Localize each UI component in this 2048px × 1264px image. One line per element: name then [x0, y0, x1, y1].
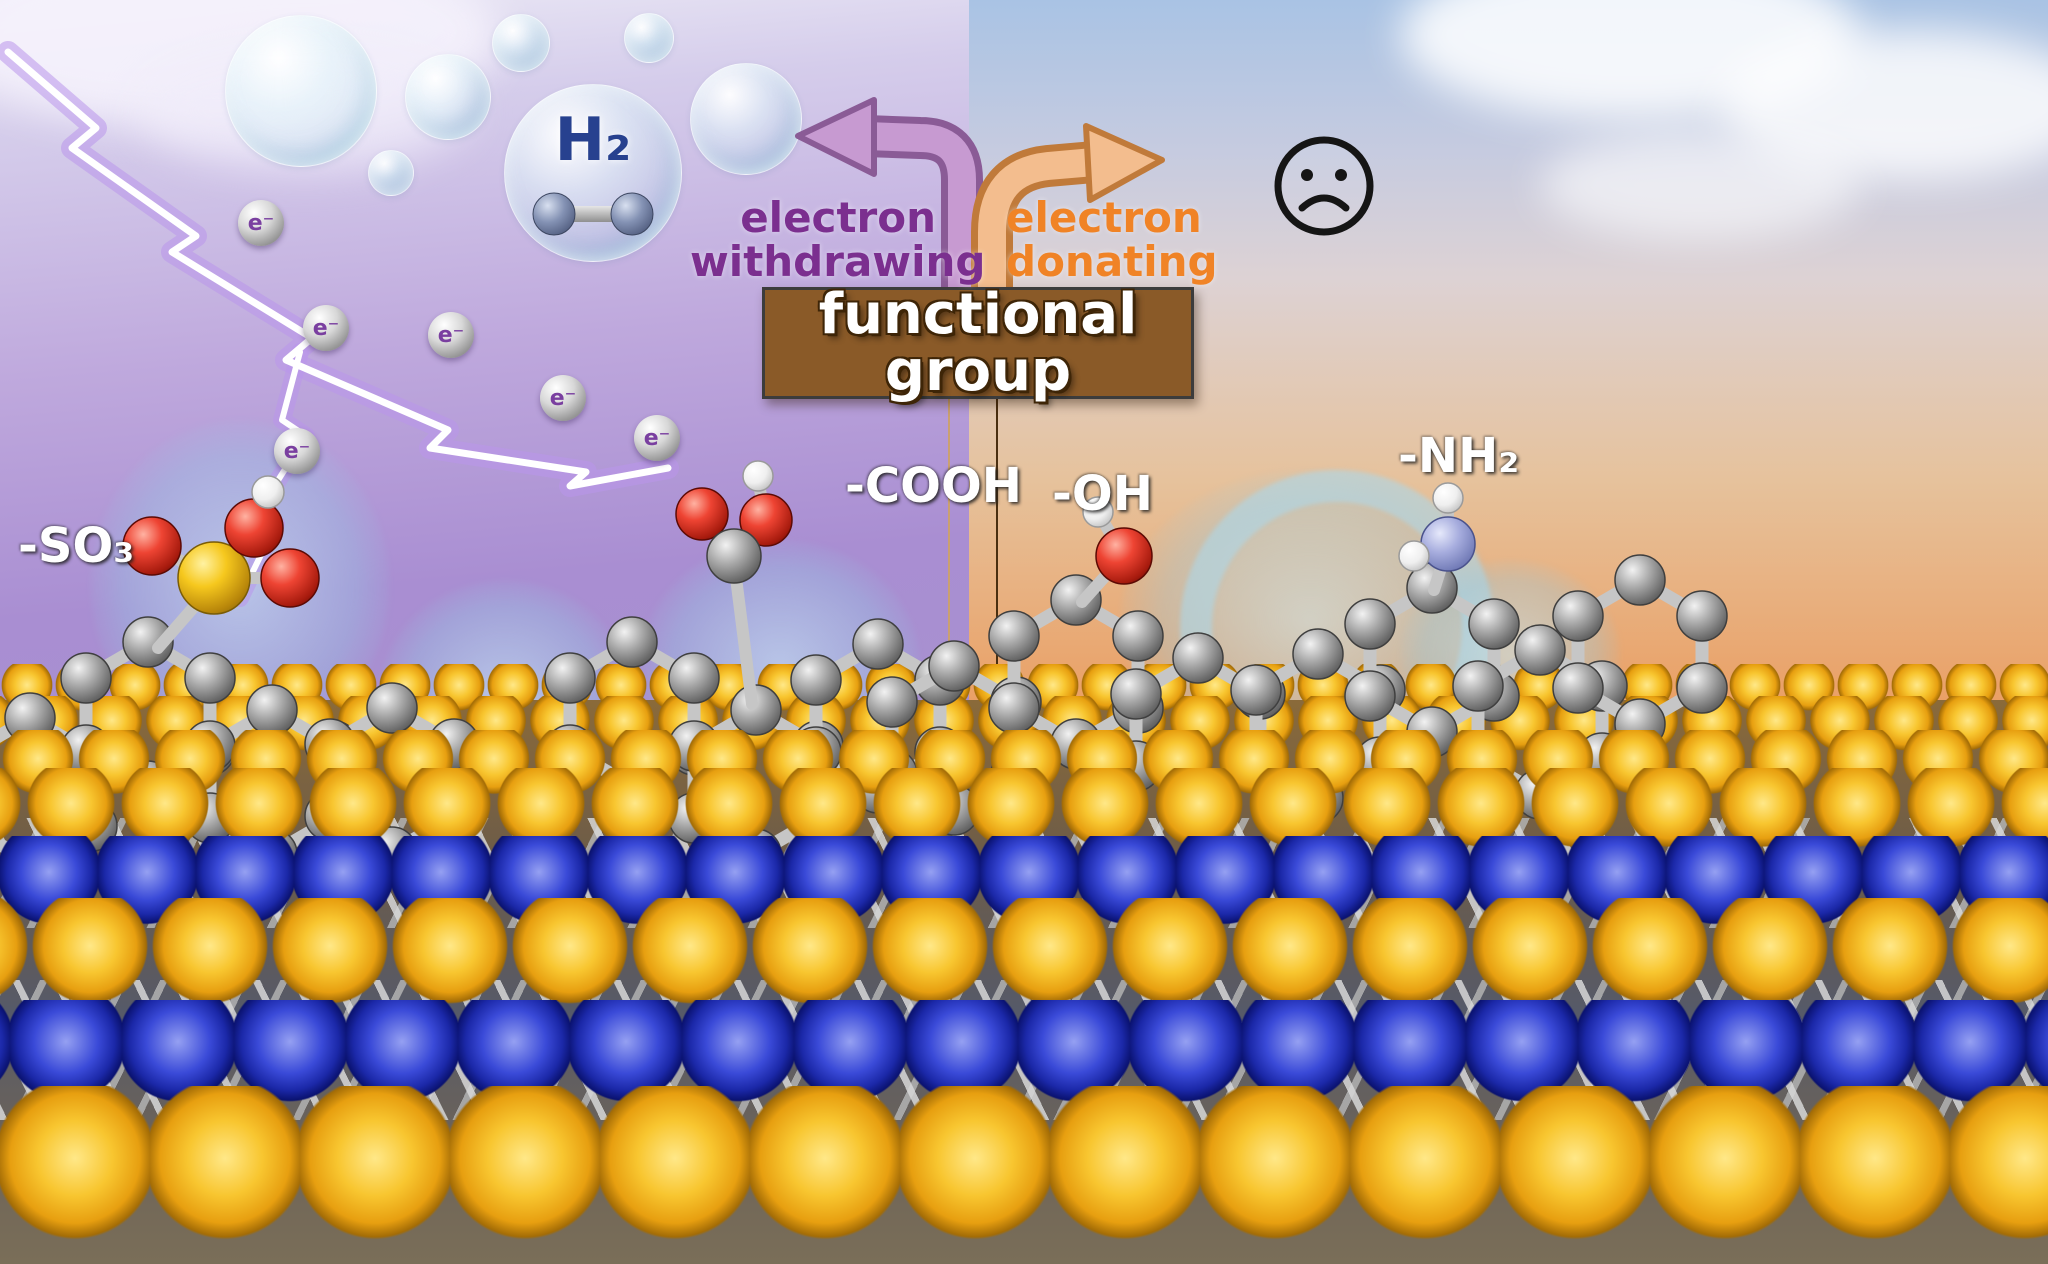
sign-line1: functional — [818, 281, 1138, 347]
sulfur-atom-row-lower — [0, 898, 2048, 1012]
electron-particle: e⁻ — [634, 415, 680, 461]
electron-particle: e⁻ — [540, 375, 586, 421]
electron-label: e⁻ — [312, 315, 340, 341]
bubble — [405, 54, 491, 140]
electron-label: e⁻ — [643, 425, 671, 451]
bubble — [690, 63, 802, 175]
label-so3: -SO₃ — [18, 518, 135, 574]
electron-label: e⁻ — [549, 385, 577, 411]
bubble — [492, 14, 550, 72]
electron-label: e⁻ — [437, 322, 465, 348]
h2-bubble: H₂ — [504, 84, 682, 262]
withdrawing-line1: electron — [740, 193, 936, 242]
electron-particle: e⁻ — [238, 200, 284, 246]
electron-label: e⁻ — [247, 210, 275, 236]
electron-donating-arrow — [971, 123, 1165, 322]
hydroxyl-molecule — [867, 496, 1285, 835]
sulfur-atom-row-bottom — [0, 1086, 2048, 1264]
h2-molecule-icon — [532, 192, 654, 236]
sulfonate-molecule — [0, 475, 479, 887]
electron-donating-label: electron donating — [1006, 193, 1246, 287]
electron-label: e⁻ — [283, 438, 311, 464]
sign-line2: group — [884, 339, 1072, 404]
h2-label: H₂ — [554, 105, 632, 175]
bubble — [225, 15, 377, 167]
bubble — [368, 150, 414, 196]
electron-particle: e⁻ — [274, 428, 320, 474]
bubble — [624, 13, 674, 63]
electron-particle: e⁻ — [303, 305, 349, 351]
donating-line1: electron — [1006, 193, 1202, 242]
amine-molecule — [1231, 482, 1727, 823]
cloud-decoration — [1540, 130, 1860, 240]
label-nh2: -NH₂ — [1398, 428, 1520, 484]
label-cooh: -COOH — [845, 458, 1022, 514]
electron-withdrawing-arrow — [795, 97, 983, 322]
donating-line2: donating — [1006, 237, 1218, 287]
electron-particle: e⁻ — [428, 312, 474, 358]
sad-face-icon — [1274, 136, 1374, 236]
functional-group-sign: functional group — [762, 281, 1194, 404]
label-oh: -OH — [1052, 466, 1153, 522]
signpost-post — [948, 240, 998, 800]
carboxyl-molecule — [545, 460, 965, 879]
